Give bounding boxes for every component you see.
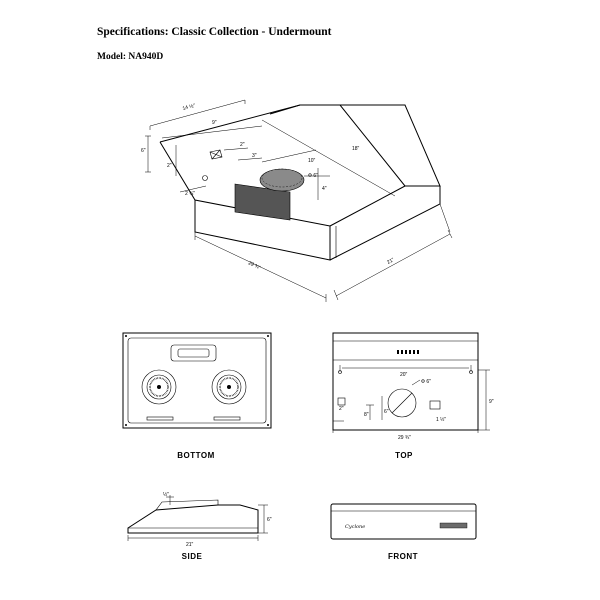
svg-text:6": 6" — [267, 517, 272, 523]
label-bottom: BOTTOM — [177, 451, 215, 460]
label-side: SIDE — [181, 552, 203, 561]
bottom-left-fan — [141, 369, 177, 405]
svg-text:9": 9" — [489, 399, 494, 405]
svg-text:2": 2" — [240, 142, 245, 148]
bottom-left-slot — [146, 416, 174, 421]
isometric-view: 14 ½" 9" 6" 2" 2" 3" 10" 18" Φ 6" 4" 2 ¾… — [141, 99, 453, 302]
iso-duct-outlet — [259, 168, 305, 192]
svg-text:6": 6" — [384, 409, 389, 415]
iso-knockout — [202, 175, 208, 181]
svg-text:21": 21" — [186, 542, 194, 548]
svg-text:9": 9" — [212, 120, 217, 126]
bottom-right-fan — [211, 369, 247, 405]
svg-text:3": 3" — [252, 153, 257, 159]
page-title: Specifications: Classic Collection - Und… — [97, 26, 332, 38]
model-number: Model: NA940D — [97, 52, 164, 62]
front-outer — [330, 503, 477, 540]
iso-front-face — [194, 200, 331, 261]
svg-text:14 ½": 14 ½" — [182, 102, 196, 112]
bottom-right-slot — [213, 416, 241, 421]
svg-text:8": 8" — [364, 412, 369, 418]
bottom-outer — [122, 332, 272, 429]
top-damper — [429, 400, 441, 410]
svg-text:21": 21" — [386, 257, 395, 266]
svg-text:10": 10" — [308, 158, 316, 164]
svg-text:29 ¾": 29 ¾" — [398, 435, 411, 441]
side-view: ½" 6" 21" — [127, 491, 272, 548]
svg-text:20": 20" — [400, 372, 408, 378]
top-vent-slots — [397, 350, 419, 354]
front-control-panel[interactable] — [439, 522, 468, 529]
svg-text:29 ¾": 29 ¾" — [247, 260, 261, 271]
bottom-view — [122, 332, 272, 429]
svg-text:Φ 6": Φ 6" — [421, 379, 431, 385]
side-profile — [127, 504, 259, 534]
front-view: Cyclone — [330, 503, 477, 540]
svg-text:1 ½": 1 ½" — [436, 416, 446, 423]
label-top: TOP — [395, 451, 413, 460]
top-duct-outlet — [387, 388, 417, 418]
bottom-inner — [127, 337, 267, 424]
bottom-light-panel — [170, 344, 217, 362]
iso-front-right-top — [329, 185, 406, 227]
label-front: FRONT — [387, 552, 419, 561]
top-view: 20" Φ 6" 2" 8" 6" 1 ½" 29 ¾" 9" — [332, 332, 494, 441]
svg-text:4": 4" — [322, 186, 327, 192]
svg-text:2": 2" — [167, 163, 172, 169]
top-outer — [332, 332, 479, 431]
svg-text:½": ½" — [163, 491, 169, 498]
svg-text:6": 6" — [141, 148, 146, 154]
svg-text:Φ 6": Φ 6" — [308, 173, 318, 179]
top-electrical-box — [337, 397, 346, 406]
svg-text:2 ¾": 2 ¾" — [185, 191, 195, 197]
brand-logo: Cyclone — [345, 524, 365, 530]
svg-text:18": 18" — [352, 146, 360, 152]
svg-text:2": 2" — [339, 406, 344, 412]
